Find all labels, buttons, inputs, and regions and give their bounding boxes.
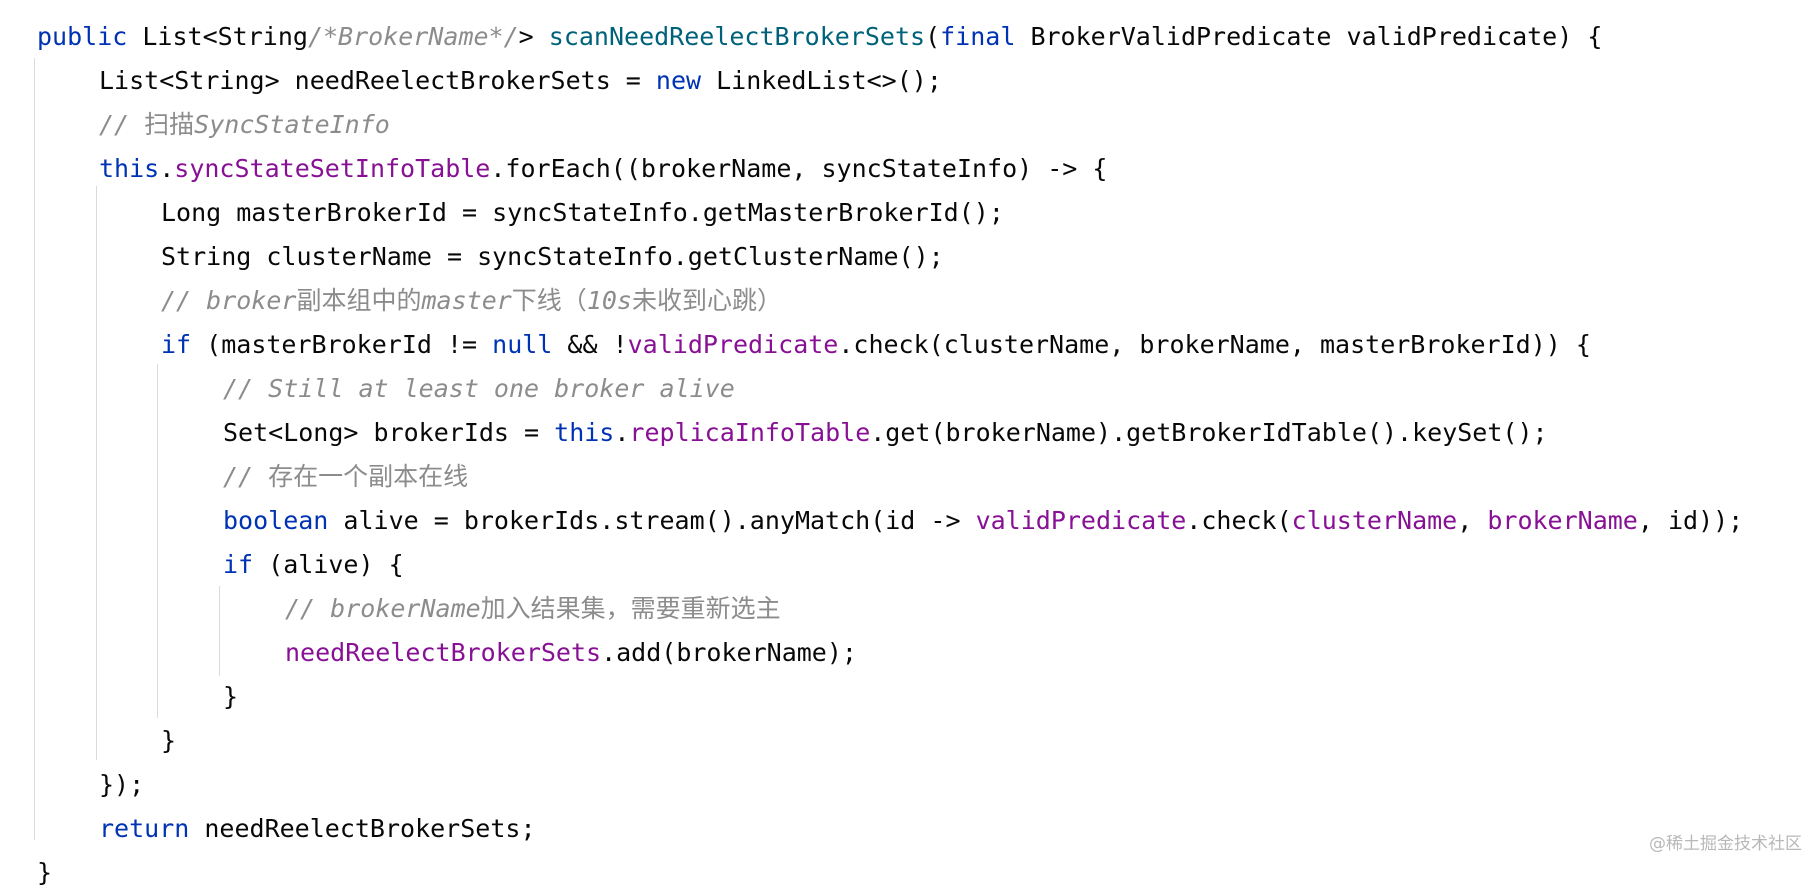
code-token: , id)); — [1637, 506, 1744, 535]
code-line[interactable]: this.syncStateSetInfoTable.forEach((brok… — [99, 147, 1107, 191]
code-line[interactable]: List<String> needReelectBrokerSets = new… — [99, 59, 942, 103]
code-line[interactable]: if (alive) { — [223, 543, 404, 587]
code-token: if — [161, 330, 192, 359]
code-token: (alive) { — [253, 550, 404, 579]
code-comment-line[interactable]: // brokerName加入结果集，需要重新选主 — [285, 587, 781, 631]
code-token: Set<Long> brokerIds = — [223, 418, 555, 447]
code-token: BrokerValidPredicate validPredicate) { — [1015, 22, 1603, 51]
code-comment: /*BrokerName*/ — [307, 22, 519, 51]
code-token: new — [655, 66, 702, 95]
code-token: , — [1457, 506, 1488, 535]
field-name: validPredicate — [627, 330, 839, 359]
code-line-method-signature[interactable]: public List<String/*BrokerName*/> scanNe… — [37, 15, 1602, 59]
code-line[interactable]: boolean alive = brokerIds.stream().anyMa… — [223, 499, 1743, 543]
code-token: } — [37, 858, 53, 887]
code-token: }); — [99, 770, 145, 799]
code-comment: // Still at least one broker alive — [223, 374, 735, 403]
method-name: scanNeedReelectBrokerSets — [548, 22, 926, 51]
code-token: > — [518, 22, 549, 51]
code-line[interactable]: Set<Long> brokerIds = this.replicaInfoTa… — [223, 411, 1548, 455]
code-token: boolean — [223, 506, 329, 535]
code-comment: 加入结果集，需要重新选主 — [480, 594, 781, 623]
indent-guide — [96, 186, 97, 760]
code-token: } — [161, 726, 177, 755]
code-comment-line[interactable]: // Still at least one broker alive — [223, 367, 735, 411]
code-comment: // — [99, 110, 145, 139]
code-comment-line[interactable]: // 存在一个副本在线 — [223, 455, 468, 499]
code-comment: 存在一个副本在线 — [268, 462, 469, 491]
field-name: syncStateSetInfoTable — [174, 154, 491, 183]
code-line[interactable]: needReelectBrokerSets.add(brokerName); — [285, 631, 857, 675]
code-token: . — [159, 154, 175, 183]
code-token: ( — [925, 22, 941, 51]
code-comment: 10s — [586, 286, 632, 315]
code-token: .check( — [1186, 506, 1292, 535]
code-token: .get(brokerName).getBrokerIdTable().keyS… — [870, 418, 1548, 447]
code-token: public — [37, 22, 128, 51]
code-comment-line[interactable]: // broker副本组中的master下线（10s未收到心跳） — [161, 279, 782, 323]
indent-guide — [219, 586, 220, 676]
code-token: . — [614, 418, 630, 447]
field-name: replicaInfoTable — [629, 418, 871, 447]
code-token: this — [554, 418, 615, 447]
code-comment: 扫描 — [144, 110, 195, 139]
code-token: .forEach((brokerName, syncStateInfo) -> … — [490, 154, 1108, 183]
watermark: @稀土掘金技术社区 — [1649, 834, 1802, 854]
field-name: validPredicate — [975, 506, 1187, 535]
indent-guide — [34, 58, 35, 840]
code-comment: 下线（ — [511, 286, 587, 315]
code-token: needReelectBrokerSets; — [189, 814, 536, 843]
code-token: if — [223, 550, 254, 579]
code-comment: master — [421, 286, 512, 315]
code-token: && ! — [552, 330, 628, 359]
code-token: List<String — [127, 22, 308, 51]
indent-guide — [157, 364, 158, 718]
code-token: } — [223, 682, 239, 711]
code-token: .add(brokerName); — [601, 638, 857, 667]
code-comment: // brokerName — [285, 594, 481, 623]
code-token: Long masterBrokerId = syncStateInfo.getM… — [161, 198, 1004, 227]
code-comment: SyncStateInfo — [194, 110, 390, 139]
code-token: String clusterName = syncStateInfo.getCl… — [161, 242, 944, 271]
captured-variable: clusterName — [1291, 506, 1458, 535]
code-token: List<String> needReelectBrokerSets = — [99, 66, 656, 95]
code-line-closing-brace[interactable]: } — [161, 719, 176, 763]
code-comment-line[interactable]: // 扫描SyncStateInfo — [99, 103, 390, 147]
code-line[interactable]: String clusterName = syncStateInfo.getCl… — [161, 235, 944, 279]
code-token: null — [492, 330, 553, 359]
code-token: return — [99, 814, 190, 843]
code-line[interactable]: Long masterBrokerId = syncStateInfo.getM… — [161, 191, 1004, 235]
code-token: (masterBrokerId != — [191, 330, 493, 359]
code-token: LinkedList<>(); — [701, 66, 942, 95]
code-token: this — [99, 154, 160, 183]
code-token: alive = brokerIds.stream().anyMatch(id -… — [328, 506, 976, 535]
code-comment: // — [223, 462, 269, 491]
code-comment: 未收到心跳） — [631, 286, 782, 315]
code-line-closing-brace[interactable]: } — [37, 851, 52, 895]
code-line[interactable]: if (masterBrokerId != null && !validPred… — [161, 323, 1591, 367]
code-token: final — [940, 22, 1016, 51]
code-line-closing-brace[interactable]: } — [223, 675, 238, 719]
code-comment: // broker — [161, 286, 297, 315]
code-line-return[interactable]: return needReelectBrokerSets; — [99, 807, 536, 851]
captured-variable: needReelectBrokerSets — [285, 638, 602, 667]
code-line-closing-brace[interactable]: }); — [99, 763, 144, 807]
code-token: .check(clusterName, brokerName, masterBr… — [838, 330, 1591, 359]
captured-variable: brokerName — [1487, 506, 1638, 535]
code-comment: 副本组中的 — [296, 286, 422, 315]
